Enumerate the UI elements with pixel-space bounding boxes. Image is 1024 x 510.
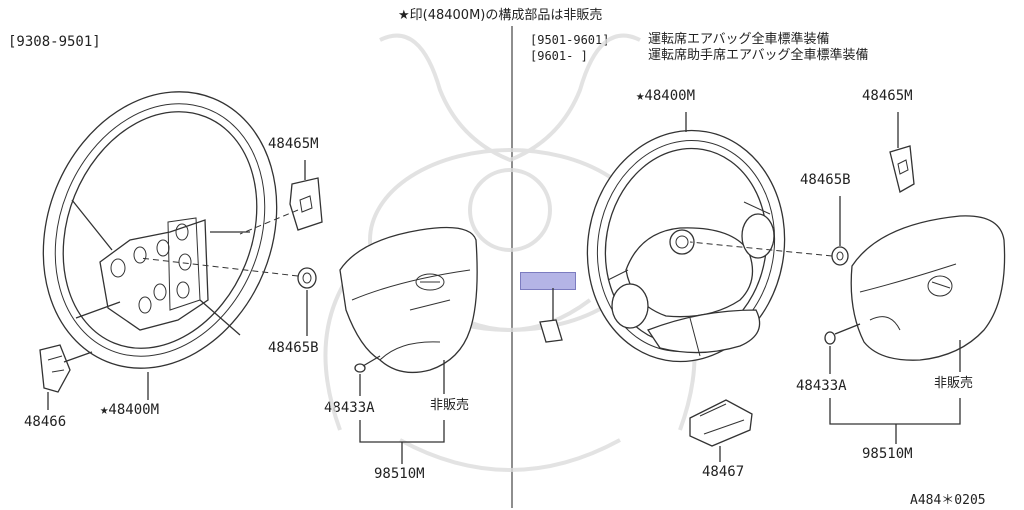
left-airbag-module-icon xyxy=(339,226,478,374)
right-airbag-module-icon xyxy=(850,215,1006,361)
header-note: ★印(48400M)の構成部品は非販売 xyxy=(398,8,603,23)
left-cover-48465M-icon xyxy=(289,160,323,231)
left-part-48400M-label[interactable]: ★48400M xyxy=(100,402,160,418)
right-assembly-bracket xyxy=(829,398,961,425)
right-part-48465B-label[interactable]: 48465B xyxy=(800,172,851,188)
left-not-sold-label: 非販売 xyxy=(430,398,470,413)
right-steering-wheel-icon xyxy=(586,129,786,363)
right-part-48400M-label[interactable]: ★48400M xyxy=(636,88,696,104)
right-part-48467-label[interactable]: 48467 xyxy=(702,464,745,480)
center-clip-icon xyxy=(539,288,563,343)
selection-highlight[interactable] xyxy=(520,272,576,290)
right-range-label-2: [9601- ] xyxy=(530,49,588,63)
diagram-code: A484＊0205 xyxy=(910,493,986,508)
left-bolt-48433A-icon xyxy=(354,355,381,396)
left-part-48465B-label[interactable]: 48465B xyxy=(268,340,319,356)
left-part-48466-label[interactable]: 48466 xyxy=(24,414,67,430)
left-range-label: [9308-9501] xyxy=(8,34,101,50)
left-steering-wheel-icon xyxy=(42,91,278,369)
left-bracket-48466-icon xyxy=(39,344,93,410)
left-nut-dashed-guide xyxy=(139,257,299,277)
left-part-98510M-label[interactable]: 98510M xyxy=(374,466,425,482)
right-part-98510M-label[interactable]: 98510M xyxy=(862,446,913,462)
left-part-48465M-label[interactable]: 48465M xyxy=(268,136,319,152)
left-part-48433A-label[interactable]: 48433A xyxy=(324,400,375,416)
right-range-note-2: 運転席助手席エアバッグ全車標準装備 xyxy=(648,48,869,63)
right-cover-48465M-icon xyxy=(889,112,915,193)
right-bolt-48433A-icon xyxy=(824,323,861,374)
right-part-48433A-label[interactable]: 48433A xyxy=(796,378,847,394)
left-cover-dashed-guide xyxy=(239,209,299,235)
watermark-helmet-icon xyxy=(323,33,697,472)
left-nut-48465B-icon xyxy=(297,267,317,336)
right-nut-48465B-icon xyxy=(831,196,849,266)
right-nut-dashed-guide xyxy=(689,241,833,257)
right-part-48465M-label[interactable]: 48465M xyxy=(862,88,913,104)
right-range-note-1: 運転席エアバッグ全車標準装備 xyxy=(648,32,830,47)
right-range-label-1: [9501-9601] xyxy=(530,33,610,47)
right-lower-cover-48467-icon xyxy=(689,399,753,462)
right-not-sold-label: 非販売 xyxy=(934,376,974,391)
left-assembly-bracket xyxy=(359,420,445,443)
